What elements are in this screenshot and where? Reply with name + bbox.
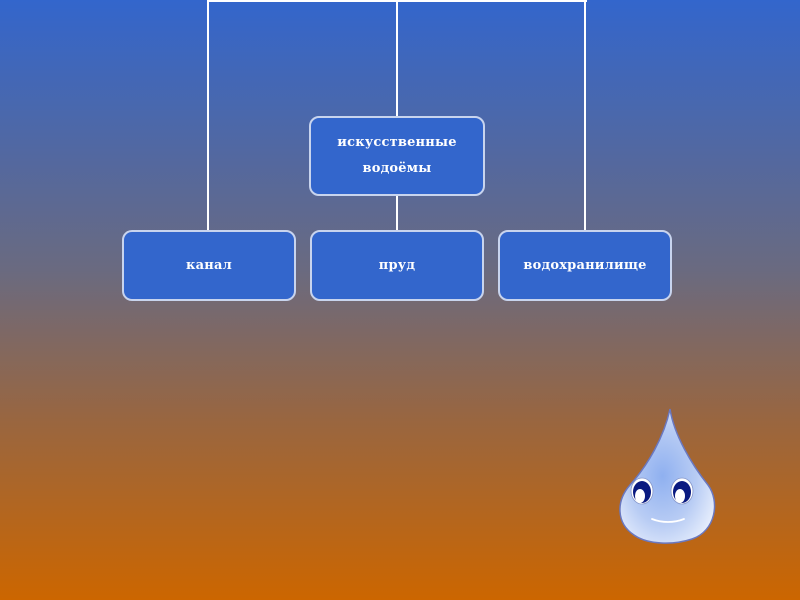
drop-body xyxy=(619,408,716,544)
node-reservoir-label: водохранилище xyxy=(523,257,647,273)
node-pond[interactable]: пруд xyxy=(310,230,484,301)
drop-smile xyxy=(651,518,685,523)
node-canal-label: канал xyxy=(186,257,232,273)
node-canal[interactable]: канал xyxy=(122,230,296,301)
node-root-line2: водоёмы xyxy=(362,161,432,176)
connector-left-vertical xyxy=(207,0,209,231)
water-drop-icon xyxy=(619,408,716,544)
connector-right-vertical xyxy=(584,0,586,231)
node-artificial-reservoirs[interactable]: искусственные водоёмы xyxy=(309,116,485,196)
node-reservoir[interactable]: водохранилище xyxy=(498,230,672,301)
connector-center-vertical xyxy=(396,0,398,231)
node-root-line1: искусственные xyxy=(337,135,457,150)
drop-right-eye xyxy=(670,477,694,505)
drop-left-eye xyxy=(630,477,654,505)
node-pond-label: пруд xyxy=(378,257,416,273)
